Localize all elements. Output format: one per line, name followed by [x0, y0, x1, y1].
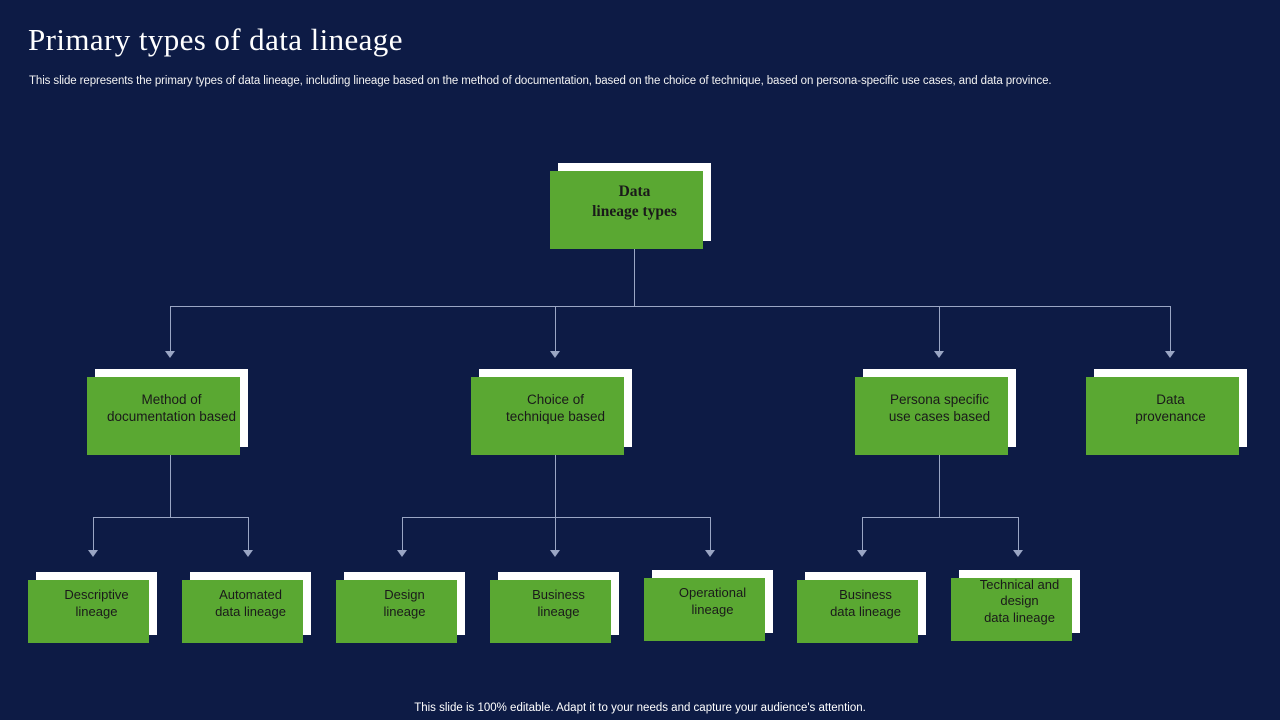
node-child-1b-label-line1: Automated — [219, 586, 282, 602]
node-branch-2-label-line2: technique based — [505, 409, 606, 424]
connector-drop-branch-4 — [1170, 306, 1171, 353]
node-branch-1-label-line1: Method of — [141, 391, 202, 407]
connector-drop-child-1b — [248, 517, 249, 552]
node-choice-of-technique-based[interactable]: Choice of technique based — [471, 369, 632, 455]
node-business-data-lineage[interactable]: Business data lineage — [797, 572, 926, 643]
node-design-lineage[interactable]: Design lineage — [336, 572, 465, 643]
node-child-1a-label-line1: Descriptive — [64, 586, 129, 602]
node-child-2c-label-line1: Operational — [678, 584, 747, 600]
node-branch-2-label-line1: Choice of — [526, 391, 585, 407]
node-child-2a-label-line2: lineage — [383, 603, 426, 619]
node-branch-1-label-line2: documentation based — [106, 409, 237, 424]
node-branch-4-label-line1: Data — [1156, 391, 1185, 407]
connector-drop-branch-3 — [939, 306, 940, 353]
connector-stem-branch-2 — [555, 447, 556, 517]
node-root-label-line1: Data — [618, 183, 651, 201]
arrow-child-3b — [1013, 550, 1023, 557]
node-data-lineage-types[interactable]: Data lineage types — [550, 163, 711, 249]
connector-bus-branch-2 — [402, 517, 710, 518]
slide-footer-note: This slide is 100% editable. Adapt it to… — [414, 702, 866, 714]
connector-drop-child-2b — [555, 517, 556, 552]
node-child-3a-label-line2: data lineage — [830, 603, 901, 619]
arrow-branch-2 — [550, 351, 560, 358]
arrow-child-3a — [857, 550, 867, 557]
connector-bus-branch-1 — [93, 517, 248, 518]
node-descriptive-lineage[interactable]: Descriptive lineage — [28, 572, 157, 643]
node-branch-3-label-line1: Persona specific — [889, 391, 990, 407]
connector-drop-child-2c — [710, 517, 711, 552]
node-child-3b-label-line3: data lineage — [984, 609, 1055, 625]
connector-drop-branch-1 — [170, 306, 171, 353]
arrow-branch-1 — [165, 351, 175, 358]
connector-drop-child-3b — [1018, 517, 1019, 552]
arrow-child-2a — [397, 550, 407, 557]
page-subtitle: This slide represents the primary types … — [29, 75, 1052, 87]
connector-stem-branch-1 — [170, 447, 171, 517]
node-persona-specific-use-cases-based[interactable]: Persona specific use cases based — [855, 369, 1016, 455]
node-child-1a-label-line2: lineage — [75, 603, 118, 619]
connector-drop-child-2a — [402, 517, 403, 552]
node-child-2c-label-line2: lineage — [691, 601, 734, 617]
connector-drop-child-3a — [862, 517, 863, 552]
node-automated-data-lineage[interactable]: Automated data lineage — [182, 572, 311, 643]
node-child-3b-label-line1: Technical and — [979, 576, 1060, 592]
connector-drop-branch-2 — [555, 306, 556, 353]
node-branch-3-label-line2: use cases based — [888, 409, 991, 424]
node-branch-4-label-line2: provenance — [1135, 409, 1206, 424]
node-technical-and-design-data-lineage[interactable]: Technical and design data lineage — [951, 570, 1080, 641]
node-child-3a-label-line1: Business — [839, 586, 892, 602]
connector-stem-branch-3 — [939, 447, 940, 517]
arrow-child-2b — [550, 550, 560, 557]
node-method-of-documentation-based[interactable]: Method of documentation based — [87, 369, 248, 455]
node-child-1b-label-line2: data lineage — [215, 603, 286, 619]
node-business-lineage[interactable]: Business lineage — [490, 572, 619, 643]
node-child-2b-label-line1: Business — [532, 586, 585, 602]
node-child-2b-label-line2: lineage — [537, 603, 580, 619]
node-child-3b-label-line2: design — [1000, 593, 1039, 609]
node-child-2a-label-line1: Design — [384, 586, 425, 602]
connector-drop-child-1a — [93, 517, 94, 552]
arrow-child-1b — [243, 550, 253, 557]
arrow-child-1a — [88, 550, 98, 557]
page-title: Primary types of data lineage — [28, 22, 403, 57]
arrow-branch-3 — [934, 351, 944, 358]
node-root-label-line2: lineage types — [592, 203, 677, 220]
connector-root-stem — [634, 241, 635, 306]
arrow-child-2c — [705, 550, 715, 557]
connector-bus-branch-3 — [862, 517, 1019, 518]
connector-main-bus — [170, 306, 1171, 307]
node-operational-lineage[interactable]: Operational lineage — [644, 570, 773, 641]
arrow-branch-4 — [1165, 351, 1175, 358]
node-data-provenance[interactable]: Data provenance — [1086, 369, 1247, 455]
